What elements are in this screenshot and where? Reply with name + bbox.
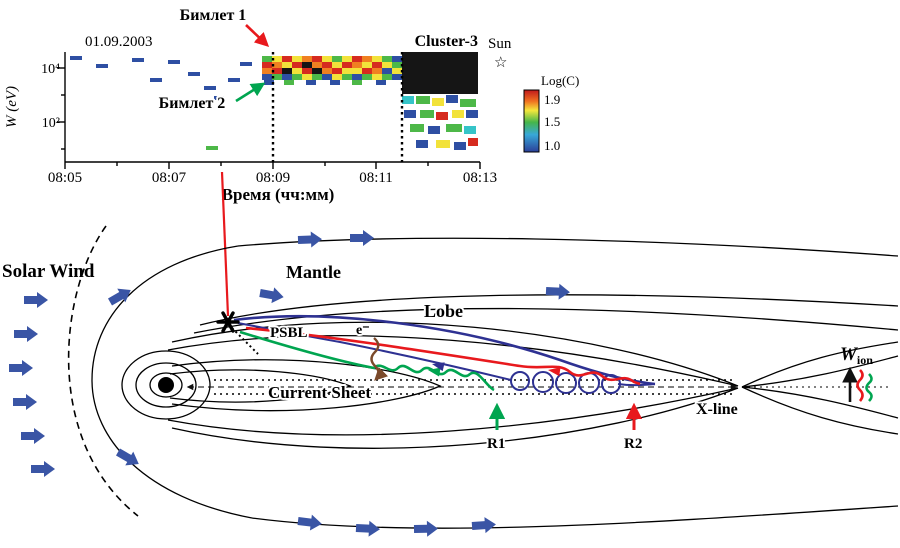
beamlet2-label: Бимлет 2: [159, 95, 226, 112]
beamlet1-label: Бимлет 1: [180, 7, 247, 24]
spacecraft-label: Cluster-3: [415, 33, 478, 50]
beamlet1-arrow: [245, 24, 270, 47]
sun-label: Sun: [488, 36, 512, 52]
flow-arrow-icon: [31, 461, 55, 477]
solar-wind-label: Solar Wind: [2, 261, 95, 282]
flow-arrow-icon: [14, 326, 38, 342]
w-ion-symbol: W: [840, 344, 858, 365]
current-sheet-label: Current Sheet: [268, 383, 371, 402]
spectrogram-axes: [57, 52, 481, 169]
red-direction-arrowhead: [548, 367, 561, 377]
flow-arrow-icon: [355, 520, 381, 538]
spectrogram-heatmap: [70, 52, 478, 150]
flow-arrow-icon: [24, 292, 48, 308]
ion-trajectory-blue-loops: [237, 322, 656, 394]
flow-arrow-icon: [471, 516, 497, 534]
date-label: 01.09.2003: [85, 34, 153, 50]
flow-arrow-icon: [13, 394, 37, 410]
colorbar-title: Log(C): [541, 73, 579, 88]
magnetopause-dayside: [91, 245, 253, 519]
mantle-label: Mantle: [286, 262, 341, 282]
flow-arrow-icon: [9, 360, 33, 376]
ion-trajectory-red: [245, 326, 641, 386]
spectrogram-panel: 01.09.2003 Cluster-3 W (eV) 10⁴ 10² 08:0…: [4, 7, 579, 204]
electron-label: e⁻: [356, 323, 370, 338]
colorbar: Log(C) 1.9 1.5 1.0: [523, 73, 579, 153]
w-ion-green-bar: [865, 373, 873, 402]
spacecraft-dotted-tether: [231, 327, 259, 355]
x-axis-label: Время (чч:мм): [222, 185, 335, 204]
w-ion-subscript: ion: [857, 353, 873, 367]
w-ion-red-bar: [856, 369, 864, 402]
colorbar-tick-19: 1.9: [544, 92, 560, 107]
spacecraft-star-icon: [216, 311, 240, 333]
colorbar-tick-10: 1.0: [544, 138, 560, 153]
flow-arrow-icon: [545, 283, 571, 301]
magnetopause-top: [237, 237, 899, 257]
flow-arrow-icon: [258, 285, 286, 306]
lobe-label: Lobe: [424, 301, 463, 321]
w-ion-legend: Wion: [840, 344, 873, 402]
ion-trajectory-green: [239, 330, 495, 392]
flow-arrow-icon: [350, 230, 374, 246]
r1-label: R1: [487, 436, 505, 452]
y-tick-1e4: 10⁴: [41, 62, 60, 77]
colorbar-tick-15: 1.5: [544, 114, 560, 129]
w-ion-label: Wion: [840, 344, 873, 367]
x-line-label: X-line: [696, 401, 738, 418]
magnetopause: [91, 237, 899, 529]
bow-shock: [67, 225, 139, 517]
x-tick-0805: 08:05: [48, 170, 82, 186]
trajectories: [233, 314, 656, 394]
r2-label: R2: [624, 436, 642, 452]
x-tick-0811: 08:11: [359, 170, 393, 186]
x-tick-0807: 08:07: [152, 170, 187, 186]
x-tick-0809: 08:09: [256, 170, 290, 186]
green-direction-arrowhead: [428, 367, 441, 377]
y-tick-1e2: 10²: [42, 116, 60, 131]
electron-trajectory: [370, 337, 389, 381]
flow-arrow-icon: [297, 513, 323, 532]
earth-dipole: [121, 350, 211, 420]
earth: [158, 377, 174, 393]
flow-arrow-icon: [297, 231, 323, 248]
magnetopause-bottom: [251, 505, 899, 529]
sun-icon: ☆: [494, 53, 507, 71]
flow-arrow-icon: [21, 428, 45, 444]
current-sheet-lines: [186, 379, 892, 395]
flow-arrow-icon: [413, 520, 439, 537]
x-tick-0813: 08:13: [463, 170, 497, 186]
psbl-label: PSBL: [270, 325, 308, 341]
blue-direction-arrowhead: [432, 362, 445, 372]
time-to-position-connector: [220, 171, 230, 317]
beamlet2-arrow: [235, 82, 266, 103]
magnetosphere-diagram: Solar Wind Mantle Lobe PSBL e⁻ Current S…: [2, 225, 899, 538]
colorbar-gradient: [523, 89, 540, 153]
y-axis-label: W (eV): [4, 86, 20, 128]
